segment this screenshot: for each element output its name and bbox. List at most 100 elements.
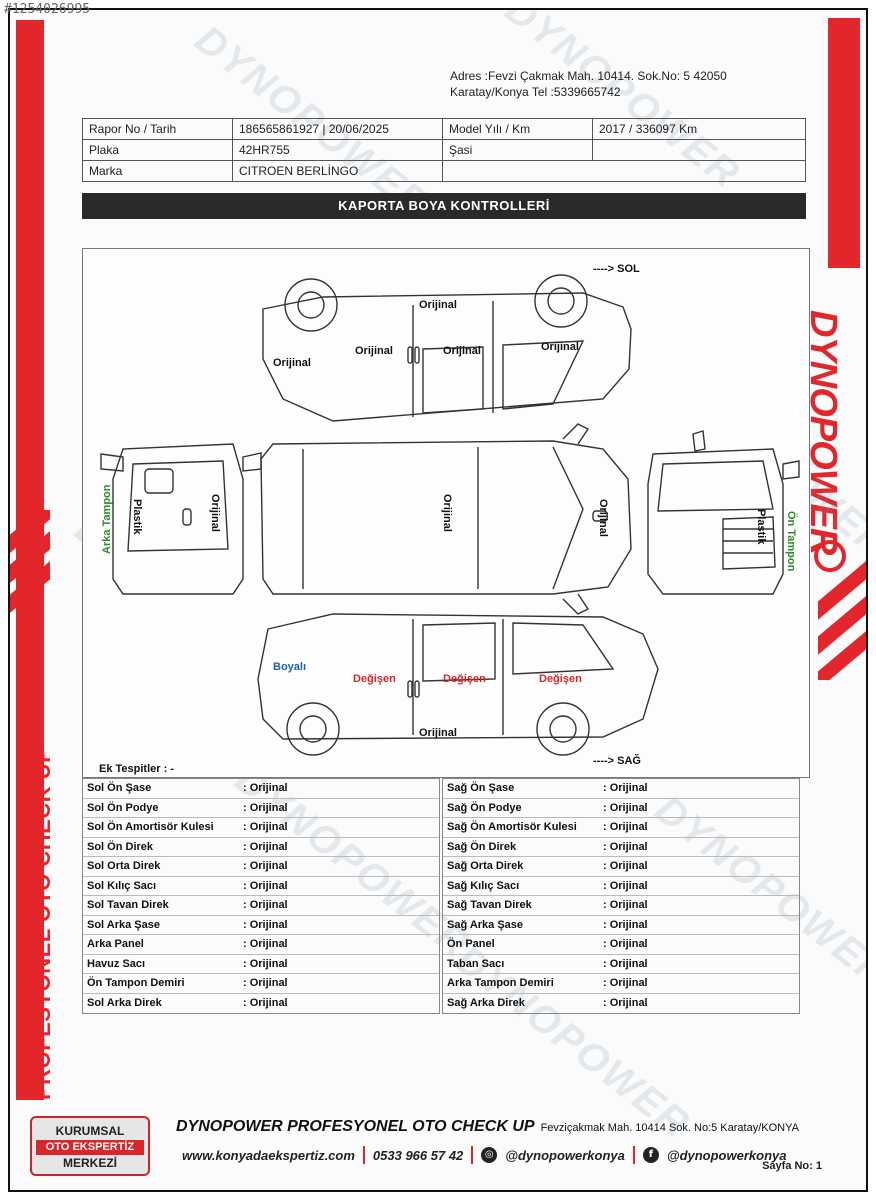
header-address: Adres :Fevzi Çakmak Mah. 10414. Sok.No: … [450, 68, 727, 100]
footer-instagram[interactable]: @dynopowerkonya [505, 1147, 625, 1163]
part-name: Sol Orta Direk [87, 860, 161, 873]
address-line-2: Karatay/Konya Tel :5339665742 [450, 85, 621, 99]
part-row: Ön Tampon Demiri : Orijinal [83, 974, 439, 994]
plaka-value: 42HR755 [232, 139, 443, 161]
part-name: Arka Tampon Demiri [447, 977, 554, 990]
part-row: Sol Arka Şase: Orijinal [83, 916, 439, 935]
part-name: Sağ Ön Amortisör Kulesi [447, 821, 577, 834]
label-right-front-door: Değişen [443, 673, 486, 685]
left-stripes [10, 510, 50, 620]
van-outline-svg [100, 274, 800, 756]
part-name: Taban Sacı [447, 957, 505, 970]
empty-cell [442, 160, 806, 182]
part-name: Sağ Arka Şase [447, 918, 524, 931]
right-red-band [828, 18, 860, 268]
part-value: : Orijinal [603, 782, 648, 795]
label-left-front-door: Orijinal [443, 345, 481, 357]
part-row: Sağ Arka Şase : Orijinal [443, 916, 799, 935]
sasi-label: Şasi [442, 139, 593, 161]
part-value: : Orijinal [603, 997, 648, 1010]
part-row: Sol Arka Direk: Orijinal [83, 994, 439, 1014]
part-value: : Orijinal [243, 879, 288, 892]
label-roof: Orijinal [441, 494, 453, 532]
part-name: Sol Ön Amortisör Kulesi [87, 821, 214, 834]
side-title: PROFESYONEL OTO CHECK UP [30, 747, 55, 1100]
part-row: Arka Tampon Demiri : Orijinal [443, 974, 799, 994]
part-name: Sağ Arka Direk [447, 997, 525, 1010]
plaka-label: Plaka [82, 139, 233, 161]
footer-facebook[interactable]: @dynopowerkonya [666, 1147, 787, 1163]
part-row: Sol Orta Direk : Orijinal [83, 857, 439, 877]
part-value: : Orijinal [243, 801, 288, 814]
report-sheet: PROFESYONEL OTO CHECK UP DYNOPOWER DYNOP… [8, 8, 868, 1192]
part-row: Arka Panel: Orijinal [83, 935, 439, 955]
part-value: : Orijinal [603, 801, 648, 814]
part-name: Ön Panel [447, 938, 495, 951]
part-name: Sol Ön Podye [87, 801, 159, 814]
van-right-side [257, 613, 659, 756]
part-row: Ön Panel : Orijinal [443, 935, 799, 955]
part-value: : Orijinal [603, 879, 648, 892]
footer: KURUMSAL OTO EKSPERTİZ MERKEZİ DYNOPOWER… [10, 1102, 866, 1190]
part-row: Sol Ön Podye : Orijinal [83, 799, 439, 818]
divider [471, 1146, 474, 1164]
part-value: : Orijinal [243, 977, 288, 990]
model-label: Model Yılı / Km [442, 118, 593, 140]
part-name: Sağ Ön Direk [447, 840, 517, 853]
sasi-value [592, 139, 806, 161]
part-value: : Orijinal [603, 840, 648, 853]
part-name: Sol Ön Direk [87, 840, 154, 853]
label-left-roof: Orijinal [419, 299, 457, 311]
label-front-bumper-material: Plastik [755, 509, 767, 545]
part-value: : Orijinal [603, 918, 648, 931]
label-back-door: Orijinal [209, 494, 221, 532]
part-value: : Orijinal [243, 782, 288, 795]
divider [632, 1146, 635, 1164]
van-front-view [647, 430, 800, 595]
label-right-rear: Boyalı [273, 661, 307, 673]
marka-value: CITROEN BERLİNGO [232, 160, 443, 182]
part-row: Sol Kılıç Sacı: Orijinal [83, 877, 439, 896]
footer-title: DYNOPOWER PROFESYONEL OTO CHECK UP [176, 1118, 535, 1135]
label-right-rear-door: Değişen [353, 673, 396, 685]
rapor-value: 186565861927 | 20/06/2025 [232, 118, 443, 140]
footer-website[interactable]: www.konyadaekspertiz.com [182, 1147, 355, 1163]
part-value: : Orijinal [243, 860, 288, 873]
badge-line-2: OTO EKSPERTİZ [36, 1140, 144, 1155]
footer-contact-line: www.konyadaekspertiz.com 0533 966 57 42 … [182, 1146, 786, 1164]
part-row: Sağ Arka Direk : Orijinal [443, 994, 799, 1014]
part-row: Sol Ön Direk : Orijinal [83, 838, 439, 857]
facebook-icon: f [642, 1147, 659, 1163]
footer-phone[interactable]: 0533 966 57 42 [372, 1147, 464, 1163]
part-name: Arka Panel [87, 938, 144, 951]
part-value: : Orijinal [603, 957, 648, 970]
label-front-bumper: Ön Tampon [785, 511, 797, 572]
part-name: Ön Tampon Demiri [87, 977, 185, 990]
part-row: Sağ Ön Amortisör Kulesi : Orijinal [443, 818, 799, 838]
part-value: : Orijinal [603, 821, 648, 834]
part-row: Sol Ön Şase : Orijinal [83, 779, 439, 799]
page-number: Sayfa No: 1 [762, 1160, 822, 1172]
part-row: Sağ Ön Direk : Orijinal [443, 838, 799, 857]
vehicle-info-table: Rapor No / Tarih 186565861927 | 20/06/20… [82, 118, 806, 182]
van-rear-view [100, 443, 262, 595]
label-hood: Orijinal [597, 499, 609, 537]
part-name: Sağ Ön Şase [447, 782, 515, 795]
part-name: Sol Arka Şase [87, 918, 160, 931]
label-right-sill: Orijinal [419, 727, 457, 739]
part-row: Taban Sacı : Orijinal [443, 955, 799, 974]
part-name: Sol Arka Direk [87, 997, 162, 1010]
part-row: Sağ Ön Podye: Orijinal [443, 799, 799, 818]
image-id: #1254026995 [4, 2, 91, 17]
address-line-1: Adres :Fevzi Çakmak Mah. 10414. Sok.No: … [450, 69, 727, 83]
part-value: : Orijinal [603, 977, 648, 990]
part-value: : Orijinal [603, 938, 648, 951]
part-name: Sol Ön Şase [87, 782, 152, 795]
marka-label: Marka [82, 160, 233, 182]
part-value: : Orijinal [243, 840, 288, 853]
section-title: KAPORTA BOYA KONTROLLERİ [82, 193, 806, 219]
label-right-fender: Değişen [539, 673, 582, 685]
label-back-bumper: Arka Tampon [101, 484, 113, 554]
